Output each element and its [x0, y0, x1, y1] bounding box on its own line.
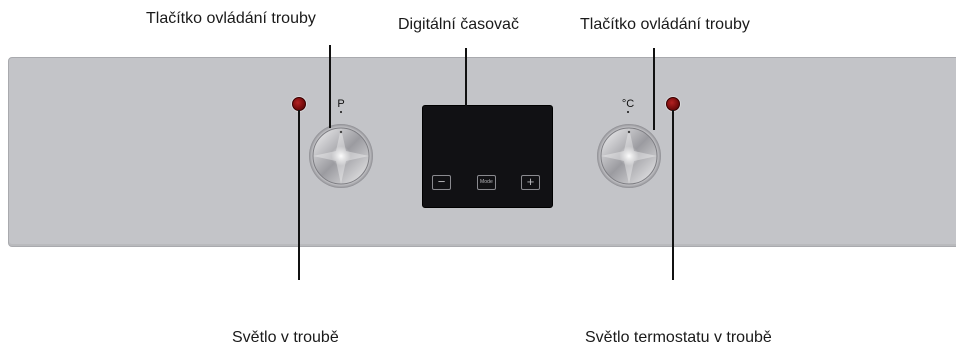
callout-right-knob: Tlačítko ovládání trouby — [580, 16, 750, 33]
callout-thermostat-light: Světlo termostatu v troubě — [585, 329, 772, 346]
left-oven-control-knob[interactable] — [308, 123, 374, 189]
left-knob-marker-label: P — [337, 98, 345, 110]
leader-left-knob — [329, 45, 331, 128]
right-knob-marker-label: °C — [621, 98, 635, 110]
oven-light-indicator — [292, 97, 306, 111]
timer-mode-button[interactable]: Mode — [477, 175, 496, 190]
callout-oven-light: Světlo v troubě — [232, 329, 339, 346]
leader-timer — [465, 48, 467, 106]
thermostat-light-indicator — [666, 97, 680, 111]
timer-plus-button[interactable]: + — [521, 175, 540, 190]
leader-thermostat-light — [672, 110, 674, 280]
left-knob-marker: P — [331, 98, 351, 113]
digital-timer: − Mode + — [422, 105, 553, 208]
knob-left-graphic — [309, 124, 373, 188]
callout-left-knob: Tlačítko ovládání trouby — [146, 10, 316, 27]
leader-oven-light — [298, 110, 300, 280]
left-knob-marker-dot — [340, 111, 342, 113]
knob-right-graphic — [597, 124, 661, 188]
callout-timer: Digitální časovač — [398, 16, 519, 33]
right-knob-marker-dot — [627, 111, 629, 113]
right-oven-control-knob[interactable] — [596, 123, 662, 189]
timer-minus-button[interactable]: − — [432, 175, 451, 190]
leader-right-knob — [653, 48, 655, 130]
right-knob-marker: °C — [618, 98, 638, 113]
